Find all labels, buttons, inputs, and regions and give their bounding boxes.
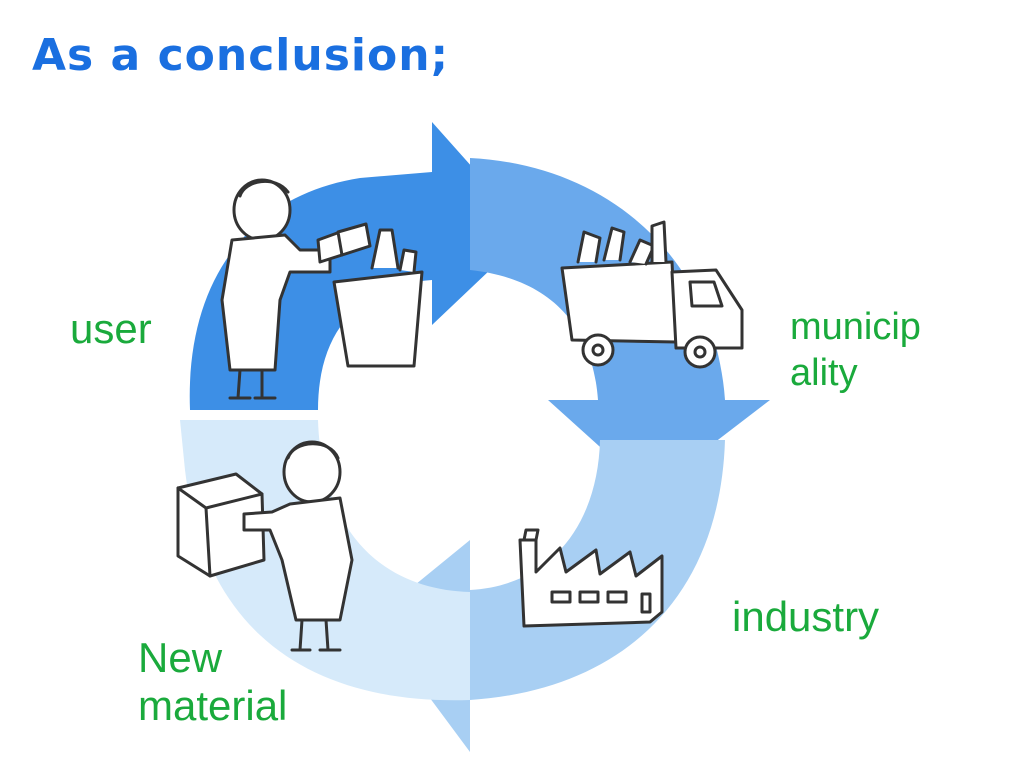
label-new-material-line-1: New (138, 634, 223, 681)
label-user: user (70, 305, 152, 352)
label-municipality-line-1: municip (790, 306, 921, 348)
label-new-material: New material (138, 634, 287, 730)
label-new-material-line-2: material (138, 682, 288, 729)
label-industry: industry (732, 593, 880, 640)
garbage-truck-icon (560, 220, 744, 369)
person-recycling-icon (220, 178, 424, 400)
label-municipality: municip ality (790, 304, 921, 396)
label-municipality-line-2: ality (790, 352, 858, 394)
factory-icon (518, 528, 664, 628)
person-carrying-box-icon (176, 440, 354, 652)
slide-title: As a conclusion; (32, 30, 450, 81)
